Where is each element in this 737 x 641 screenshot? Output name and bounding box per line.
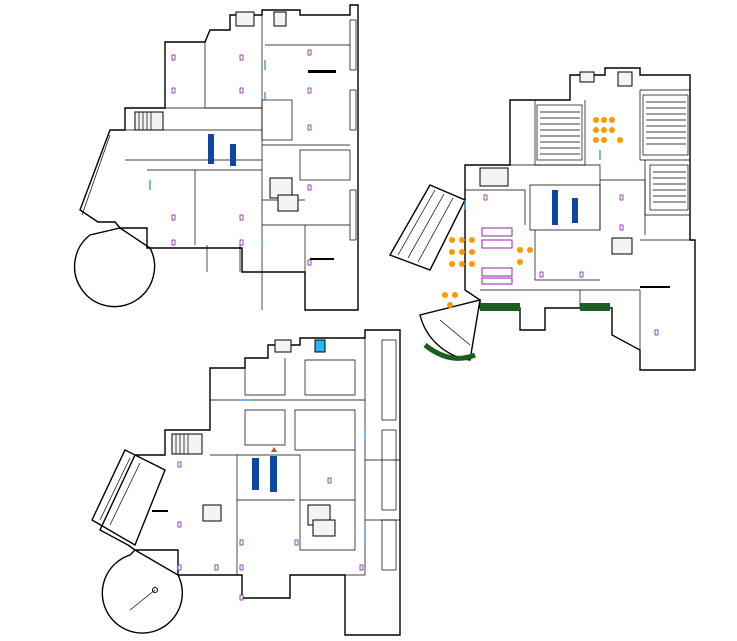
plan-bottom-left	[91, 329, 401, 636]
planters	[423, 303, 610, 361]
seating-area	[481, 227, 513, 285]
plan-right	[388, 67, 696, 371]
stair-core	[134, 111, 164, 131]
plan-top-left	[73, 4, 359, 311]
columns	[177, 461, 364, 601]
escalators	[552, 190, 578, 225]
columns	[483, 194, 659, 336]
escalators	[208, 134, 236, 166]
escalators	[252, 447, 277, 492]
auditorium-seating	[536, 94, 689, 211]
furniture-clusters	[442, 117, 623, 308]
columns	[171, 49, 312, 266]
stair-core	[171, 433, 203, 455]
